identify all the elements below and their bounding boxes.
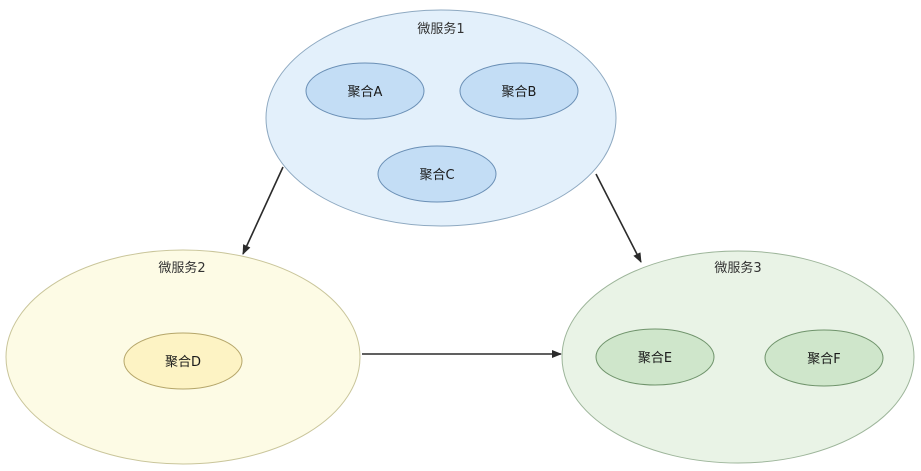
aggregate-e-label: 聚合E xyxy=(638,351,672,366)
edge-svc1-to-svc2 xyxy=(242,166,284,255)
aggregate-c-label: 聚合C xyxy=(419,168,454,183)
edge-svc1-to-svc3 xyxy=(595,173,642,263)
service-1-group[interactable]: 微服务1 聚合A 聚合B 聚合C xyxy=(265,9,617,227)
service-2-group[interactable]: 微服务2 聚合D xyxy=(5,249,361,465)
service-3-group[interactable]: 微服务3 聚合E 聚合F xyxy=(561,250,915,464)
aggregate-f-shape[interactable] xyxy=(764,329,884,387)
aggregate-e[interactable]: 聚合E xyxy=(595,328,715,386)
aggregate-c-shape[interactable] xyxy=(377,145,497,203)
service-2-title: 微服务2 xyxy=(158,260,205,276)
aggregate-b[interactable]: 聚合B xyxy=(459,62,579,120)
service-1-title: 微服务1 xyxy=(417,21,464,37)
aggregate-e-shape[interactable] xyxy=(595,328,715,386)
aggregate-d-label: 聚合D xyxy=(165,355,201,370)
aggregate-a-label: 聚合A xyxy=(348,85,383,100)
aggregate-b-shape[interactable] xyxy=(459,62,579,120)
aggregate-c[interactable]: 聚合C xyxy=(377,145,497,203)
service-3-title: 微服务3 xyxy=(714,260,761,276)
aggregate-d[interactable]: 聚合D xyxy=(123,332,243,390)
aggregate-a-shape[interactable] xyxy=(305,62,425,120)
aggregate-f-label: 聚合F xyxy=(807,352,840,367)
aggregate-a[interactable]: 聚合A xyxy=(305,62,425,120)
service-3-boundary[interactable] xyxy=(561,250,915,464)
aggregate-f[interactable]: 聚合F xyxy=(764,329,884,387)
aggregate-d-shape[interactable] xyxy=(123,332,243,390)
aggregate-b-label: 聚合B xyxy=(502,85,537,100)
